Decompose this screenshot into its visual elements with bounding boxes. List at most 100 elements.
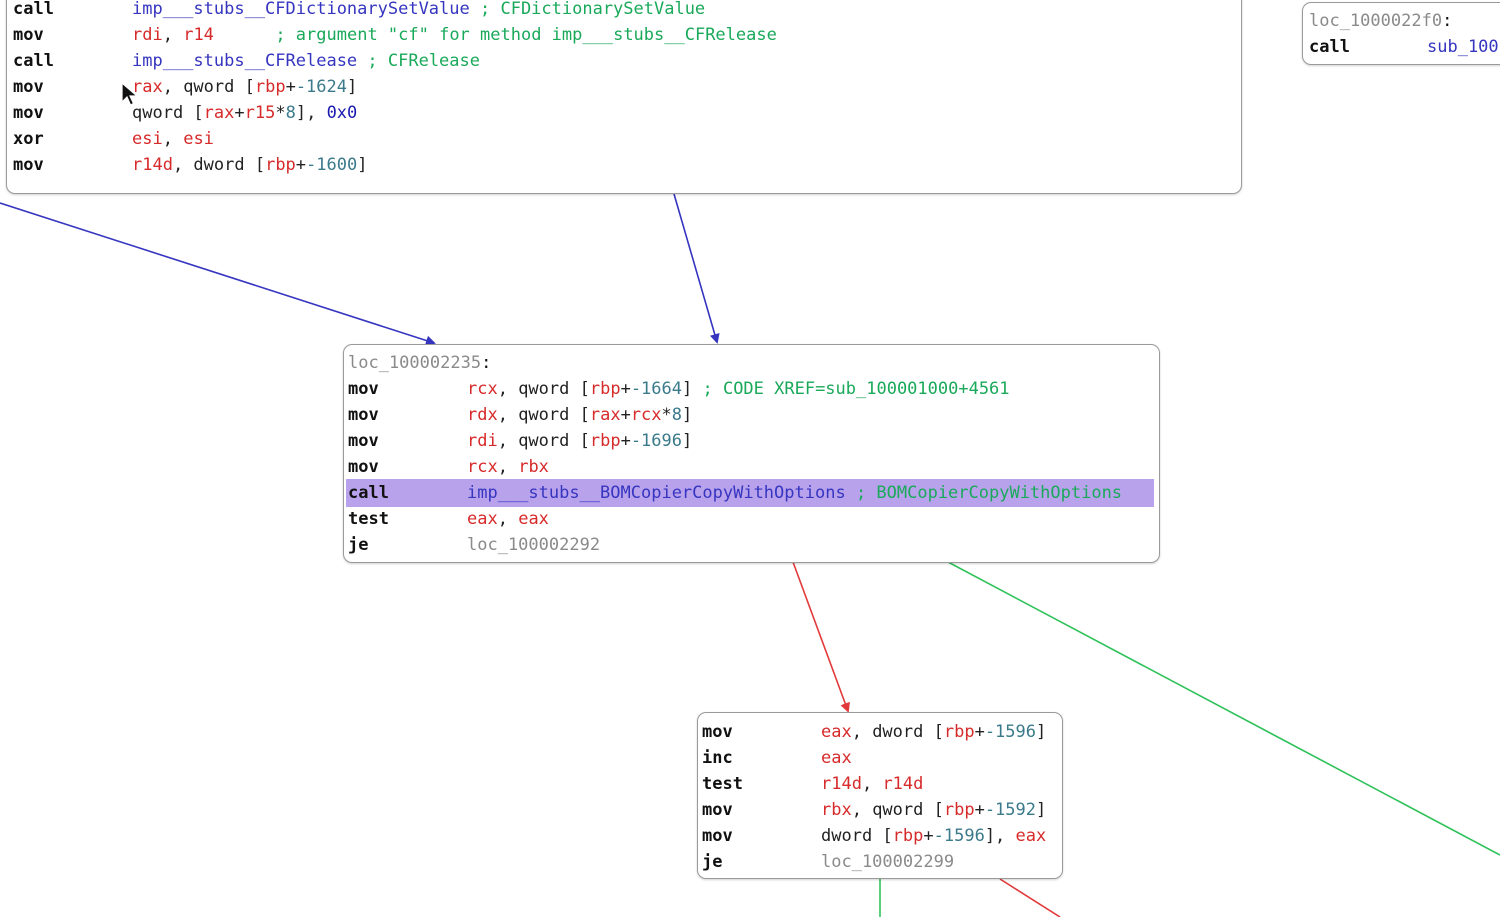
mnemonic: mov: [348, 457, 379, 477]
label-colon: :: [481, 353, 492, 373]
instruction-line[interactable]: inc eax: [702, 745, 1058, 771]
operand-text: ]: [357, 155, 368, 175]
symbol-reference[interactable]: sub_100: [1427, 37, 1499, 57]
register: rbp: [265, 155, 296, 175]
register: r14: [183, 25, 214, 45]
selected-line-highlight: [346, 479, 1154, 507]
operand-text: ]: [1036, 800, 1047, 820]
register: r14d: [882, 774, 924, 794]
number: -1596: [984, 722, 1036, 742]
register: rdi: [467, 431, 498, 451]
mnemonic: je: [702, 852, 723, 872]
operand-text: ],: [295, 103, 327, 123]
operands: r14d, r14d: [821, 771, 923, 797]
label-reference[interactable]: loc_100002299: [821, 852, 955, 872]
instruction-line[interactable]: je loc_100002292: [348, 532, 1155, 558]
number: -1696: [630, 431, 682, 451]
number: -1624: [295, 77, 347, 97]
operand-text: +: [974, 722, 985, 742]
block-label[interactable]: loc_1000022f0:: [1309, 8, 1452, 34]
register: eax: [821, 722, 852, 742]
register: esi: [132, 129, 163, 149]
mnemonic: mov: [348, 379, 379, 399]
mnemonic: xor: [13, 129, 44, 149]
immediate: 0x0: [326, 103, 358, 123]
operands: qword [rax+r15*8], 0x0: [132, 100, 357, 126]
mnemonic: je: [348, 535, 369, 555]
mnemonic: inc: [702, 748, 733, 768]
register: rax: [203, 103, 235, 123]
comment: ; BOMCopierCopyWithOptions: [845, 483, 1123, 503]
operand-text: ]: [1036, 722, 1047, 742]
instruction-line[interactable]: mov r14d, dword [rbp+-1600]: [13, 152, 1237, 178]
operand-text: +: [234, 103, 245, 123]
edge-fallthrough-to-bottom-block: [792, 561, 850, 713]
symbol-reference[interactable]: imp___stubs__CFRelease: [132, 51, 358, 71]
operand-text: ]: [682, 379, 693, 399]
operand-text: , qword [: [851, 800, 944, 820]
register: eax: [518, 509, 549, 529]
register: rdx: [467, 405, 498, 425]
mnemonic: mov: [13, 77, 44, 97]
symbol-reference[interactable]: imp___stubs__BOMCopierCopyWithOptions: [467, 483, 846, 503]
operand-text: +: [620, 405, 631, 425]
block-label[interactable]: loc_100002235:: [348, 350, 491, 376]
operands: eax: [821, 745, 852, 771]
operands: rdi, r14 ; argument "cf" for method imp_…: [132, 22, 777, 48]
instruction-line[interactable]: je loc_100002299: [702, 849, 1058, 875]
operand-text: dword [: [821, 826, 893, 846]
operands: r14d, dword [rbp+-1600]: [132, 152, 367, 178]
register: rbp: [943, 800, 975, 820]
operand-text: ]: [682, 405, 693, 425]
register: rbp: [943, 722, 975, 742]
symbol-reference[interactable]: imp___stubs__CFDictionarySetValue: [132, 0, 470, 19]
instruction-line[interactable]: call imp___stubs__CFRelease ; CFRelease: [13, 48, 1237, 74]
register: rbp: [254, 77, 286, 97]
edge-top-block-to-loc-100002235: [673, 193, 720, 344]
operand-text: , dword [: [851, 722, 944, 742]
operands: esi, esi: [132, 126, 214, 152]
operand-text: *: [661, 405, 672, 425]
register: esi: [183, 129, 214, 149]
mnemonic: test: [348, 509, 389, 529]
number: -1592: [984, 800, 1036, 820]
edge-from-left-to-loc-100002235: [0, 202, 436, 346]
mnemonic: mov: [13, 155, 44, 175]
operand-text: qword [: [132, 103, 204, 123]
operands: imp___stubs__CFRelease ; CFRelease: [132, 48, 480, 74]
block-label-text[interactable]: loc_1000022f0: [1309, 11, 1443, 31]
register: rbp: [589, 379, 621, 399]
label-reference[interactable]: loc_100002292: [467, 535, 601, 555]
instruction-line[interactable]: xor esi, esi: [13, 126, 1237, 152]
number: -1664: [630, 379, 682, 399]
operand-text: , qword [: [497, 405, 590, 425]
mnemonic: call: [13, 51, 54, 71]
block-label-text[interactable]: loc_100002235: [348, 353, 482, 373]
register: rcx: [467, 457, 498, 477]
operand-text: *: [275, 103, 286, 123]
number: -1596: [933, 826, 985, 846]
operands: rdi, qword [rbp+-1696]: [467, 428, 692, 454]
operand-text: +: [295, 155, 307, 175]
register: rax: [132, 77, 163, 97]
